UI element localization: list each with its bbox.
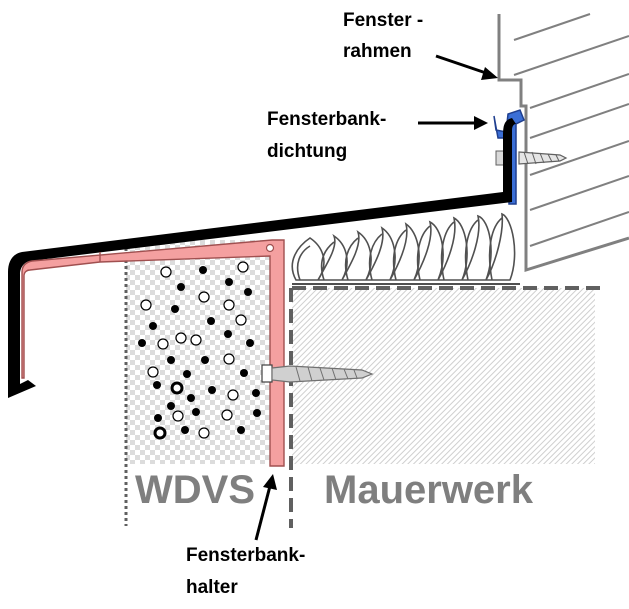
- window-frame: [497, 13, 629, 273]
- label-halter-line1: Fensterbank-: [186, 545, 306, 566]
- label-fensterrahmen-line1: Fenster -: [343, 10, 424, 31]
- arrows: [254, 54, 498, 541]
- wall-anchor: [261, 364, 374, 383]
- wdvs-dots: [138, 261, 261, 440]
- insulation-loops: [291, 212, 520, 282]
- label-mauerwerk: Mauerwerk: [324, 468, 533, 512]
- label-wdvs: WDVS: [135, 468, 255, 512]
- frame-screw: [495, 150, 568, 166]
- label-halter-line2: halter: [186, 577, 238, 598]
- label-fensterrahmen-line2: rahmen: [343, 41, 412, 62]
- wdvs-insulation-board: [126, 240, 270, 464]
- sill-holder: [21, 239, 285, 467]
- label-dichtung-line1: Fensterbank-: [267, 109, 387, 130]
- label-dichtung-line2: dichtung: [267, 141, 348, 162]
